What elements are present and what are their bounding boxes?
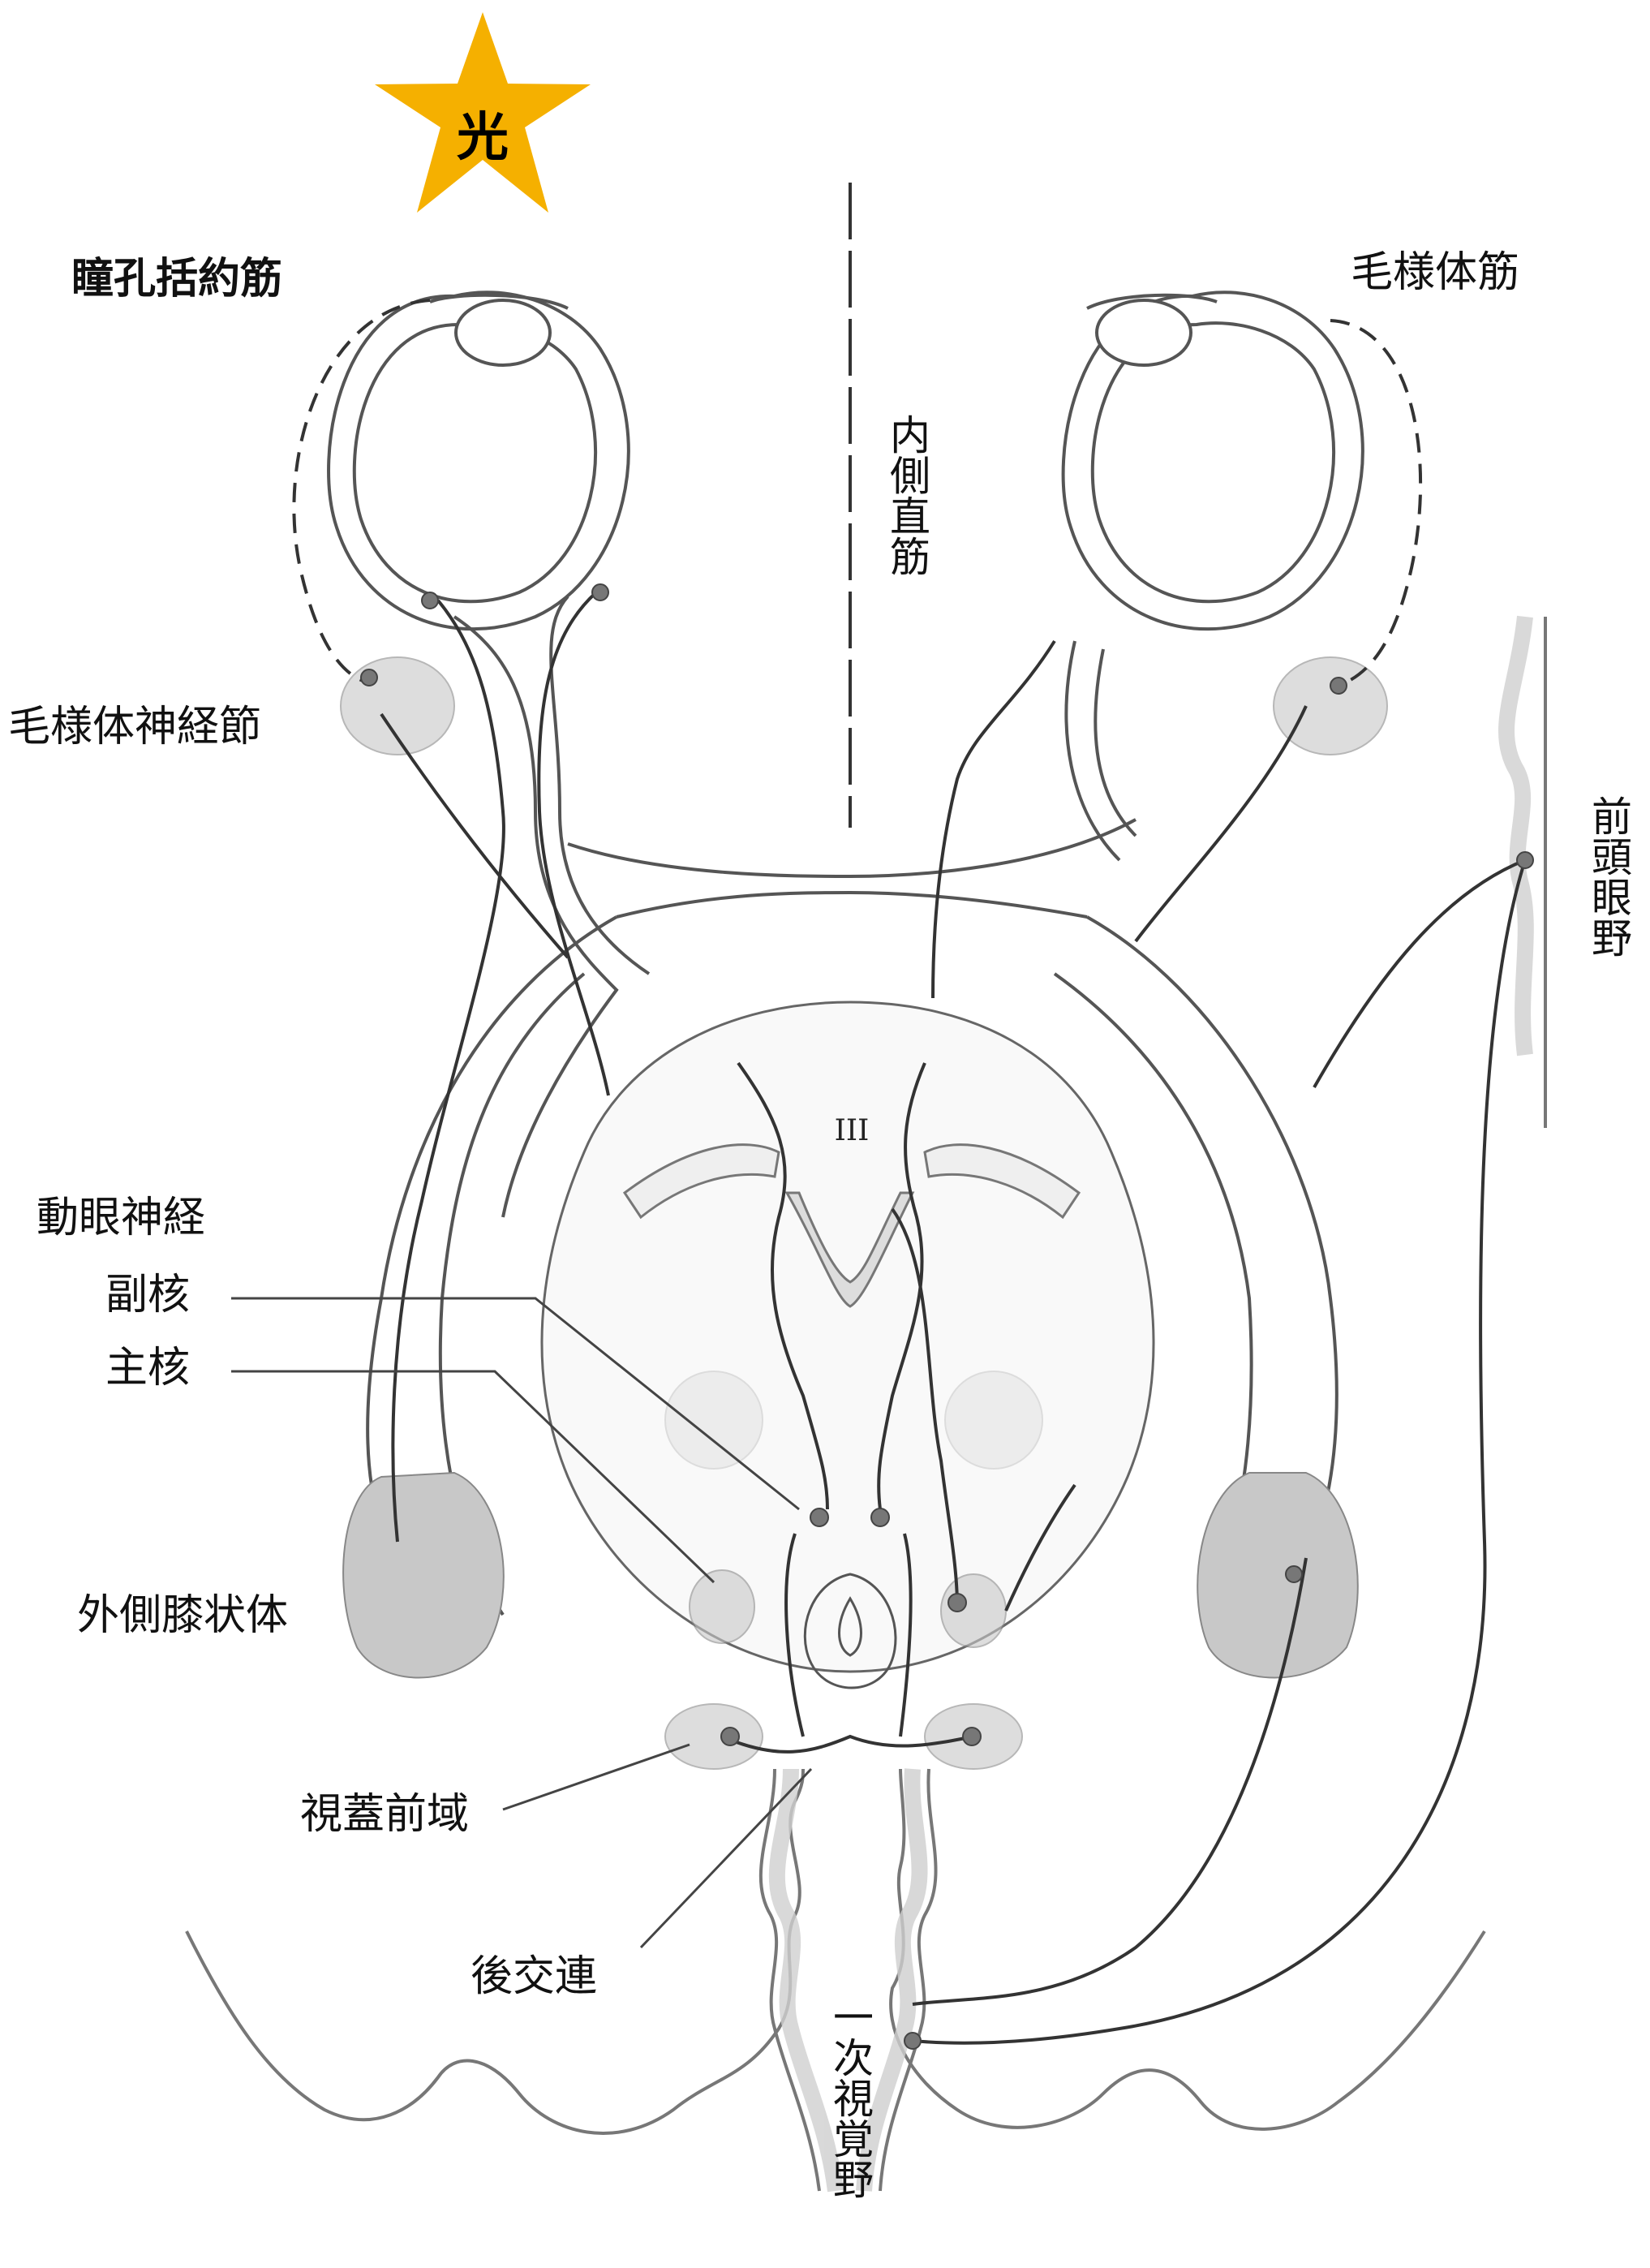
midbrain bbox=[542, 1002, 1154, 1672]
pretectal-area-label: 視蓋前域 bbox=[300, 1793, 469, 1835]
primary-visual-cortex-label: 一次視覚野 bbox=[827, 1996, 873, 2199]
right-lgn bbox=[1197, 1473, 1358, 1678]
left-lgn bbox=[343, 1473, 504, 1678]
lgn-label: 外側膝状体 bbox=[77, 1594, 288, 1637]
right-eye bbox=[1063, 292, 1363, 629]
frontal-eye-field-label: 前頭眼野 bbox=[1586, 795, 1631, 958]
main-nucleus-label: 主核 bbox=[105, 1347, 190, 1389]
oculomotor-nerve-label: 動眼神経 bbox=[37, 1197, 205, 1239]
accessory-nucleus-label: 副核 bbox=[105, 1274, 190, 1316]
ciliary-muscle-label: 毛様体筋 bbox=[1351, 252, 1519, 294]
ciliary-ganglion-label: 毛様体神経節 bbox=[8, 706, 261, 748]
left-eye bbox=[329, 292, 629, 629]
sphincter-label: 瞳孔括約筋 bbox=[71, 258, 282, 300]
medial-rectus-label: 内側直筋 bbox=[884, 414, 930, 576]
posterior-commissure-label: 後交連 bbox=[471, 1956, 597, 1998]
light-label: 光 bbox=[438, 96, 527, 170]
oculomotor-numeral: III bbox=[835, 1114, 870, 1147]
